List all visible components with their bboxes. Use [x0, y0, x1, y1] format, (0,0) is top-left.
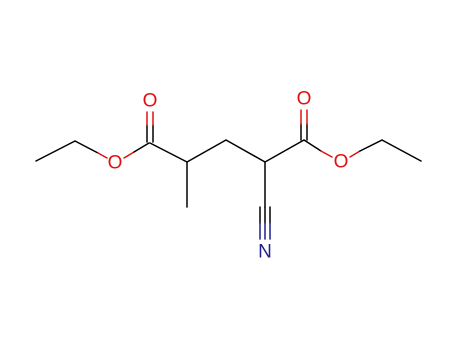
bond-alpha-carbon-to-right-carbonyl	[264, 139, 305, 163]
bond-ch2-to-alpha-carbon	[225, 139, 266, 163]
atom-oxygen-carbonyl-left: O	[143, 91, 158, 112]
bond-methine-to-ch2	[186, 139, 227, 163]
atom-nitrogen-nitrile: N	[258, 242, 272, 263]
bond-left-ethyl-ch2-o-o	[97, 152, 108, 159]
bond-left-ethyl-ch2-o-c	[74, 140, 99, 154]
atom-oxygen-carbonyl-right: O	[297, 89, 312, 110]
bond-left-carbonyl-to-methine	[149, 142, 188, 163]
bond-left-ester-o-c-c	[133, 142, 150, 153]
bond-right-ester-o-to-ethyl-o	[349, 150, 361, 158]
atom-oxygen-ester-right: O	[334, 152, 349, 173]
atom-oxygen-ester-left: O	[108, 153, 123, 174]
bond-right-c-to-ester-o-c	[303, 139, 322, 152]
bond-right-c-to-ester-o-o	[320, 150, 333, 158]
bond-right-ester-o-to-ethyl-c	[359, 139, 383, 152]
bond-right-ethyl-ch2-ch3	[381, 139, 422, 162]
bond-left-ester-o-c-o	[123, 151, 135, 159]
bond-left-ethyl-ch3-ch2	[35, 140, 76, 162]
